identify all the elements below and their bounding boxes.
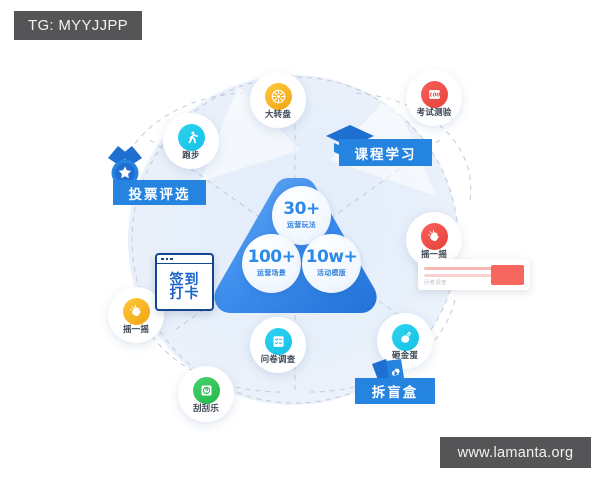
stats-cluster: 30+ 运营玩法 100+ 运营场景 10w+ 活动模版 bbox=[228, 172, 376, 302]
stat-label: 运营场景 bbox=[256, 269, 287, 277]
running-icon bbox=[177, 124, 205, 151]
watermark-bottom-right: www.lamanta.org bbox=[440, 437, 591, 468]
survey-input-placeholder: 问卷调查 bbox=[424, 280, 448, 286]
signin-card-text: 签到 打卡 bbox=[157, 265, 212, 309]
wheel-icon bbox=[264, 83, 292, 110]
node-survey[interactable]: 问卷调查 bbox=[250, 317, 306, 373]
golden-egg-icon bbox=[391, 324, 419, 351]
node-shake-right[interactable]: 摇一摇 bbox=[406, 212, 462, 268]
label-text: 投票评选 bbox=[128, 186, 191, 203]
label-signin-checkin[interactable]: 签到 打卡 bbox=[155, 253, 214, 311]
node-label: 考试测验 bbox=[416, 108, 452, 118]
input-line-1 bbox=[424, 267, 496, 270]
svg-text:100: 100 bbox=[428, 93, 439, 99]
node-label: 砸金蛋 bbox=[391, 351, 419, 361]
node-label: 摇一摇 bbox=[122, 325, 150, 335]
stat-label: 活动模版 bbox=[316, 269, 347, 277]
input-line-2 bbox=[424, 274, 496, 277]
label-blind-box[interactable]: 拆盲盒 bbox=[355, 378, 435, 404]
scratch-icon bbox=[192, 377, 220, 404]
node-label: 刮刮乐 bbox=[192, 404, 220, 414]
node-exam-test[interactable]: 100 考试测验 bbox=[406, 70, 462, 126]
node-label: 摇一摇 bbox=[420, 250, 448, 260]
survey-icon bbox=[264, 328, 292, 355]
node-label: 跑步 bbox=[182, 151, 200, 161]
node-label: 大转盘 bbox=[264, 110, 292, 120]
node-label: 问卷调查 bbox=[260, 355, 296, 365]
label-text: 课程学习 bbox=[354, 146, 417, 163]
survey-submit-button[interactable] bbox=[491, 265, 524, 285]
stat-label: 运营玩法 bbox=[286, 221, 317, 229]
node-running[interactable]: 跑步 bbox=[163, 113, 219, 169]
label-text: 拆盲盒 bbox=[371, 385, 419, 401]
stat-bubble-right: 10w+ 活动模版 bbox=[302, 234, 361, 293]
node-big-wheel[interactable]: 大转盘 bbox=[250, 72, 306, 128]
node-shake-left[interactable]: 摇一摇 bbox=[108, 287, 164, 343]
node-scratch-card[interactable]: 刮刮乐 bbox=[178, 366, 234, 422]
node-golden-egg[interactable]: 砸金蛋 bbox=[377, 313, 433, 369]
signin-line-2: 打卡 bbox=[169, 286, 200, 302]
window-card-icon bbox=[157, 255, 212, 264]
window-dot bbox=[161, 257, 164, 261]
exam-score-icon: 100 bbox=[420, 81, 448, 108]
label-course-learning[interactable]: 课程学习 bbox=[339, 139, 432, 166]
signin-line-1: 签到 bbox=[169, 271, 200, 288]
stat-bubble-left: 100+ 运营场景 bbox=[242, 234, 301, 293]
stat-value: 30+ bbox=[283, 199, 320, 219]
survey-input-card[interactable]: 问卷调查 bbox=[418, 259, 530, 290]
label-vote-selection[interactable]: 投票评选 bbox=[113, 180, 206, 205]
window-dot bbox=[170, 257, 173, 261]
shake-red-icon bbox=[420, 223, 448, 250]
stat-value: 100+ bbox=[247, 247, 296, 267]
watermark-top-left: TG: MYYJJPP bbox=[14, 11, 142, 40]
stat-value: 10w+ bbox=[305, 247, 358, 267]
window-dot bbox=[165, 257, 168, 261]
shake-gold-icon bbox=[122, 298, 150, 325]
